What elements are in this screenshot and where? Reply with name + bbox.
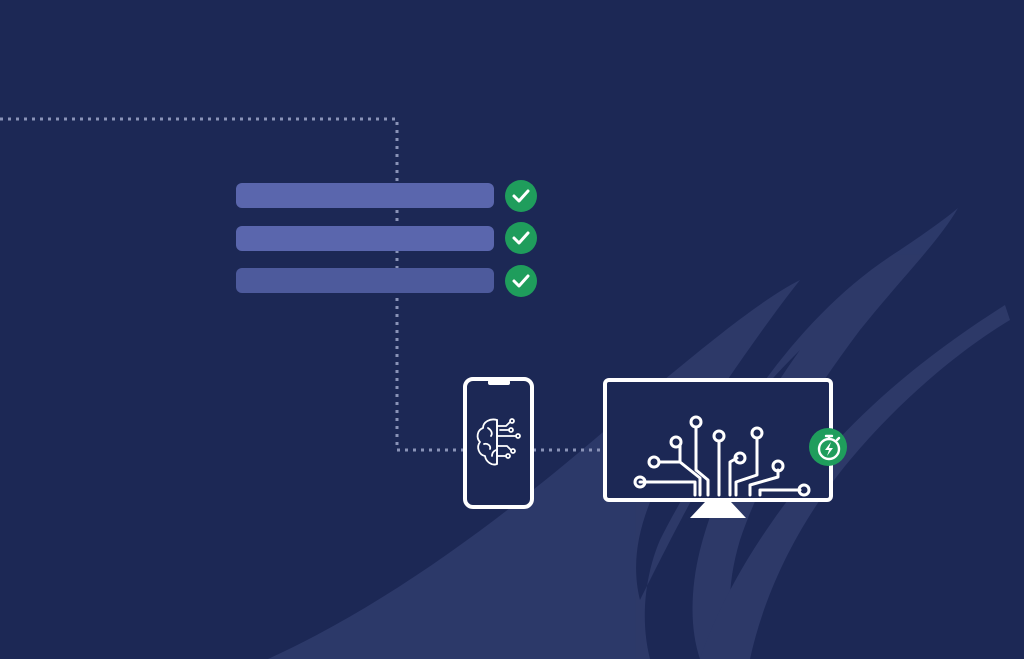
phone-notch [488, 380, 510, 385]
check-mark [512, 231, 530, 245]
brain-circuit-icon [476, 418, 521, 466]
check-icon [505, 222, 537, 254]
checklist-item [236, 265, 537, 297]
checklist [236, 180, 537, 297]
checklist-bar [236, 183, 494, 208]
checklist-item [236, 222, 537, 254]
check-mark [512, 189, 530, 203]
checklist-bar [236, 226, 494, 251]
monitor-stand [690, 502, 746, 518]
check-icon [505, 265, 537, 297]
checklist-item [236, 180, 537, 212]
stopwatch-bolt-icon [809, 428, 847, 466]
check-icon [505, 180, 537, 212]
monitor-device [603, 378, 833, 518]
phone-device [463, 377, 534, 509]
check-mark [512, 274, 530, 288]
circuit-tree-icon [633, 415, 811, 497]
checklist-bar [236, 268, 494, 293]
